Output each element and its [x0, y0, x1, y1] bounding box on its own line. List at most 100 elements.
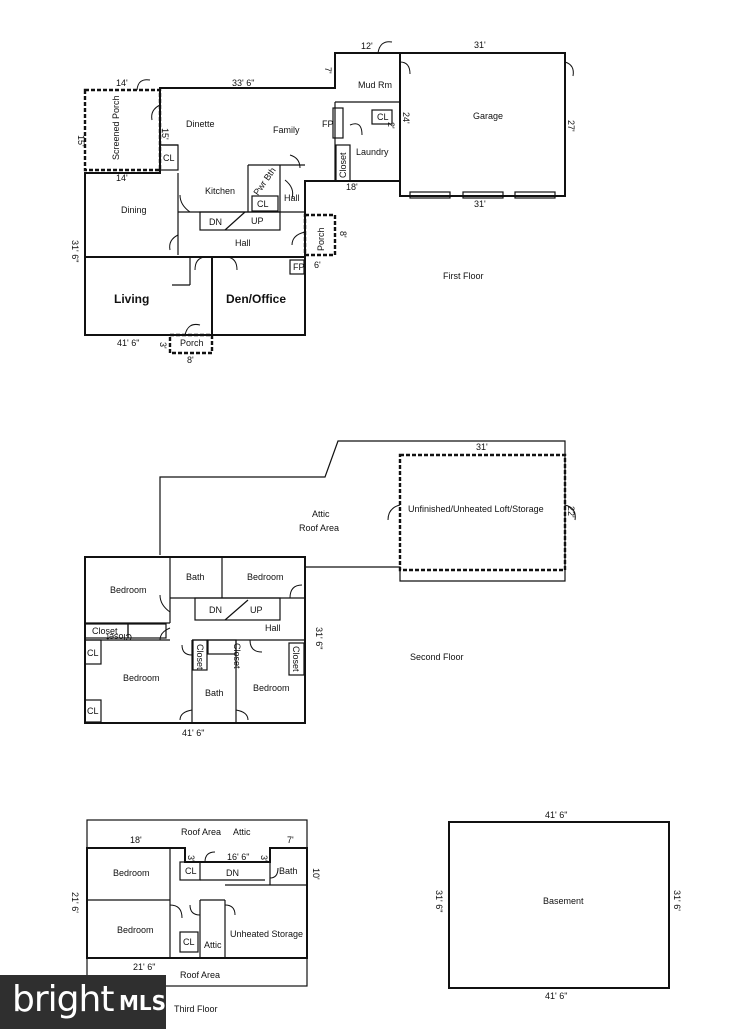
- attic-label: Attic: [204, 940, 222, 950]
- family-label: Family: [273, 125, 300, 135]
- dimension: 3': [186, 855, 196, 862]
- door-swing: [289, 584, 303, 599]
- dimension: 3': [158, 342, 168, 349]
- bedroom-label: Bedroom: [110, 585, 147, 595]
- dimension: 41' 6": [117, 338, 139, 348]
- dimension: 18': [130, 835, 142, 845]
- closet-label: Closet: [92, 626, 118, 636]
- porch-cl-label: CL: [163, 153, 175, 163]
- laundry-label: Laundry: [356, 147, 389, 157]
- cl-label: CL: [183, 937, 195, 947]
- bright-mls-watermark: [0, 975, 166, 1029]
- closet-label: Closet: [195, 644, 205, 670]
- door-swing: [136, 79, 151, 91]
- garage-door-3: [514, 191, 556, 199]
- roof-area-label: Roof Area: [180, 970, 220, 980]
- dimension: 7': [323, 67, 333, 74]
- roof-area-label: Roof Area: [299, 523, 339, 533]
- loft-outline: [398, 453, 567, 572]
- dimension: 33' 6": [232, 78, 254, 88]
- bath-label: Bath: [279, 866, 298, 876]
- closet-box: [192, 639, 208, 671]
- closet-box: [127, 623, 167, 639]
- den-office-label: Den/Office: [226, 292, 286, 306]
- attic-label: Attic: [312, 509, 330, 519]
- side-porch-label: Porch: [316, 227, 326, 251]
- dimension: 31': [474, 199, 486, 209]
- loft-label: Unfinished/Unheated Loft/Storage: [408, 504, 544, 514]
- kitchen-cl: [251, 195, 279, 212]
- bedroom-label: Bedroom: [123, 673, 160, 683]
- small-hall-label: Hall: [284, 193, 300, 203]
- stairs-up-label: UP: [251, 216, 264, 226]
- door-swing: [204, 851, 216, 863]
- dimension: 14': [116, 173, 128, 183]
- door-swing: [179, 194, 191, 213]
- basement-plan: Basement 41' 6" 41' 6" 31' 6" 31' 6': [434, 810, 682, 1001]
- hall-label: Hall: [265, 623, 281, 633]
- closet-box: [288, 642, 305, 676]
- dimension: 6': [314, 260, 321, 270]
- watermark-suffix: MLS: [119, 991, 167, 1015]
- bath-label: Bath: [186, 572, 205, 582]
- stairs: [194, 597, 281, 621]
- stairs-up-label: UP: [250, 605, 263, 615]
- dimension: 21' 6": [133, 962, 155, 972]
- basement-label: Basement: [543, 896, 584, 906]
- bath-label: Bath: [205, 688, 224, 698]
- third-floor-roof-outline: [86, 819, 308, 987]
- door-swing: [564, 61, 574, 77]
- dimension: 22': [566, 506, 576, 518]
- laundry-closet: [335, 144, 351, 182]
- closet-label: Closet: [291, 646, 301, 672]
- fireplace-label: FP: [322, 119, 334, 129]
- laundry-closet-label: Closet: [338, 152, 348, 178]
- door-swing: [151, 104, 161, 121]
- bedroom-label: Bedroom: [253, 683, 290, 693]
- first-floor-title: First Floor: [443, 271, 484, 281]
- closet-box: [207, 639, 237, 655]
- cl-label: CL: [87, 706, 99, 716]
- dimension: 14': [116, 78, 128, 88]
- third-floor-outline: [86, 847, 308, 959]
- hall-label: Hall: [235, 238, 251, 248]
- closet-label: Closet: [232, 643, 242, 669]
- dimension: 31' 6": [314, 627, 324, 649]
- third-floor-title: Third Floor: [174, 1004, 218, 1014]
- door-swing: [399, 61, 411, 75]
- door-swing: [377, 41, 393, 54]
- door-swing: [159, 594, 171, 613]
- porch-closet: [159, 144, 179, 171]
- door-swing: [284, 179, 294, 199]
- den-fireplace-label: FP: [293, 262, 305, 272]
- dimension: 41' 6": [182, 728, 204, 738]
- cl-box: [84, 699, 102, 723]
- dimension: 15': [76, 135, 86, 147]
- dimension: 16' 6": [227, 852, 249, 862]
- bedroom-label: Bedroom: [117, 925, 154, 935]
- dimension: 12': [361, 41, 373, 51]
- door-swing: [387, 504, 401, 521]
- unheated-storage-label: Unheated Storage: [230, 929, 303, 939]
- watermark-brand: bright: [12, 979, 114, 1020]
- dimension: 31' 6": [434, 890, 444, 912]
- dimension: 3': [259, 855, 269, 862]
- second-floor-title: Second Floor: [410, 652, 464, 662]
- dimension: 41' 6": [545, 810, 567, 820]
- dimension: 31': [476, 442, 488, 452]
- door-swing: [269, 867, 279, 879]
- dimension: 8': [187, 355, 194, 365]
- screened-porch-outline: [83, 88, 162, 172]
- laundry-cl-label: CL: [377, 112, 389, 122]
- door-swing: [169, 904, 183, 919]
- door-swing: [224, 904, 236, 916]
- door-swing: [349, 123, 363, 136]
- dimension: 31' 6': [672, 890, 682, 911]
- door-swing: [169, 234, 179, 251]
- attic-roof-outline: [159, 440, 566, 582]
- cl-box: [84, 639, 102, 665]
- mud-room-label: Mud Rm: [358, 80, 392, 90]
- dimension: 31' 6": [70, 240, 80, 262]
- dimension: 2': [386, 122, 396, 129]
